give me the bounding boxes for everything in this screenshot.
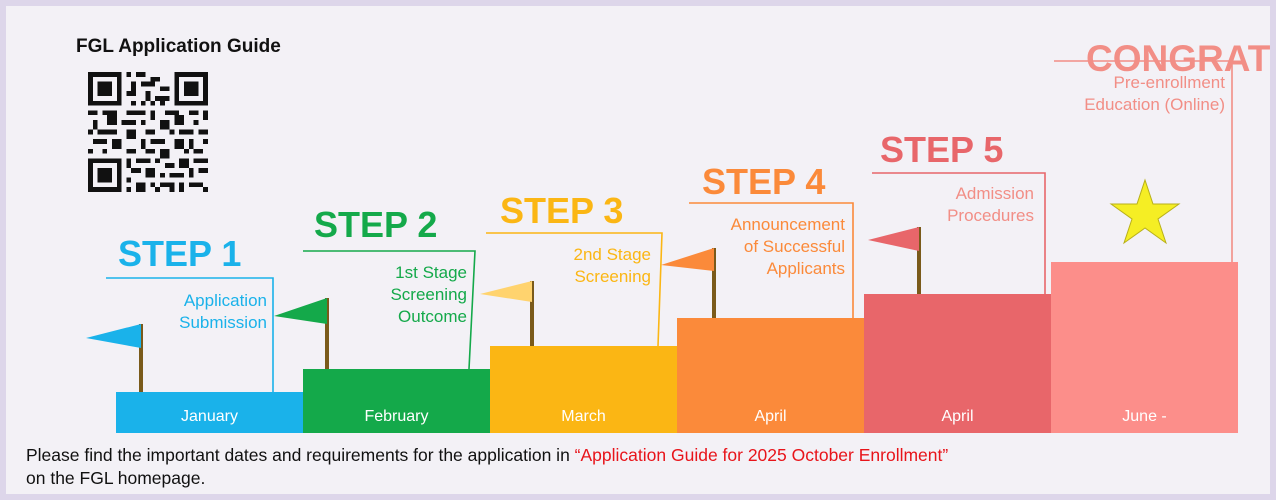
flag-icon — [661, 248, 716, 318]
month-bar-april-step4: April — [677, 318, 864, 433]
step-4-label: STEP 4 — [702, 161, 826, 202]
step-5-label: STEP 5 — [880, 129, 1004, 170]
month-bar-march: March — [490, 346, 677, 433]
description-line: Submission — [179, 313, 267, 332]
footer-text-end: on the FGL homepage. — [26, 468, 206, 488]
page-title: FGL Application Guide — [76, 36, 281, 57]
description-line: Screening — [390, 285, 467, 304]
flag-icon — [868, 227, 921, 294]
step-4-description: Announcement of Successful Applicants — [731, 214, 845, 280]
footer-text: Please find the important dates and requ… — [26, 445, 575, 465]
flag-icon — [274, 298, 329, 369]
month-label: June - — [1122, 408, 1167, 425]
description-line: of Successful — [743, 237, 845, 256]
application-guide-card: FGL Application Guide CONGRATS! January … — [6, 6, 1270, 494]
month-label: April — [941, 408, 974, 425]
description-line: Applicants — [766, 259, 845, 278]
footer-note: Please find the important dates and requ… — [26, 444, 1266, 490]
month-label: April — [754, 408, 787, 425]
step-2-description: 1st Stage Screening Outcome — [390, 262, 467, 328]
step-3-label: STEP 3 — [500, 190, 624, 231]
month-bar-june: June - — [1051, 262, 1238, 433]
description-line: 1st Stage — [395, 263, 467, 282]
description-line: Procedures — [947, 206, 1034, 225]
application-guide-link[interactable]: “Application Guide for 2025 October Enro… — [574, 445, 949, 465]
congrats-heading: CONGRATS! — [1086, 38, 1270, 79]
flag-icon — [86, 324, 143, 392]
star-icon — [1109, 178, 1181, 245]
description-line: Outcome — [398, 307, 467, 326]
final-description: Pre-enrollment Education (Online) — [1084, 72, 1225, 116]
month-label: January — [181, 408, 238, 425]
month-bar-april-step5: April — [864, 294, 1051, 433]
month-label: February — [364, 408, 429, 425]
description-line: Announcement — [730, 215, 845, 234]
step-1-description: Application Submission — [179, 290, 267, 334]
description-line: Admission — [955, 184, 1034, 203]
month-bar-february: February — [303, 369, 490, 433]
description-line: 2nd Stage — [573, 245, 651, 264]
description-line: Application — [183, 291, 267, 310]
step-2-label: STEP 2 — [314, 204, 438, 245]
description-line: Screening — [574, 267, 651, 286]
description-line: Education (Online) — [1084, 95, 1225, 114]
step-5-description: Admission Procedures — [947, 183, 1034, 227]
description-line: Pre-enrollment — [1113, 73, 1226, 92]
month-bar-january: January — [116, 392, 303, 433]
qr-code-icon — [88, 72, 208, 192]
month-label: March — [561, 408, 606, 425]
timeline-lines — [86, 60, 1233, 392]
step-1-label: STEP 1 — [118, 233, 242, 274]
step-3-description: 2nd Stage Screening — [573, 244, 651, 288]
flag-icon — [480, 281, 534, 346]
